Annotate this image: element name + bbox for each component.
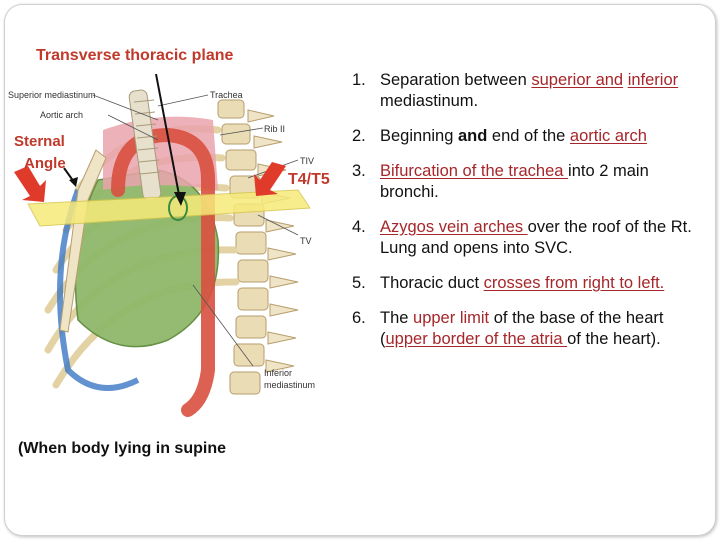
highlight-text: upper border of the atria bbox=[386, 330, 568, 348]
item-number: 4. bbox=[352, 217, 380, 259]
list-item: 6. The upper limit of the base of the he… bbox=[352, 308, 712, 350]
highlight-text: aortic arch bbox=[570, 127, 647, 145]
item-number: 3. bbox=[352, 161, 380, 203]
label-trachea: Trachea bbox=[210, 90, 243, 100]
item-number: 6. bbox=[352, 308, 380, 350]
list-item: 4. Azygos vein arches over the roof of t… bbox=[352, 217, 712, 259]
label-sternal: Sternal bbox=[14, 132, 65, 152]
list-item: 2. Beginning and end of the aortic arch bbox=[352, 126, 712, 147]
label-tiv: TIV bbox=[300, 156, 314, 166]
label-inferior: Inferior bbox=[264, 368, 292, 378]
item-text: Separation between superior and inferior… bbox=[380, 70, 712, 112]
list-item: 5. Thoracic duct crosses from right to l… bbox=[352, 273, 712, 294]
highlight-text: superior and bbox=[531, 71, 623, 89]
highlight-text: upper limit bbox=[413, 309, 489, 327]
label-aortic-arch: Aortic arch bbox=[40, 110, 83, 120]
item-text: The upper limit of the base of the heart… bbox=[380, 308, 712, 350]
list-item: 1. Separation between superior and infer… bbox=[352, 70, 712, 112]
label-mediastinum: mediastinum bbox=[264, 380, 315, 390]
label-t4t5: T4/T5 bbox=[288, 170, 330, 190]
highlight-text: inferior bbox=[628, 71, 678, 89]
item-number: 1. bbox=[352, 70, 380, 112]
item-number: 2. bbox=[352, 126, 380, 147]
highlight-text: Azygos vein arches bbox=[380, 218, 528, 236]
item-text: Bifurcation of the trachea into 2 main b… bbox=[380, 161, 712, 203]
label-tv: TV bbox=[300, 236, 312, 246]
item-text: Thoracic duct crosses from right to left… bbox=[380, 273, 712, 294]
item-text: Azygos vein arches over the roof of the … bbox=[380, 217, 712, 259]
item-number: 5. bbox=[352, 273, 380, 294]
bold-text: and bbox=[458, 127, 487, 145]
highlight-text: crosses from right to left. bbox=[484, 274, 665, 292]
highlight-text: Bifurcation of the trachea bbox=[380, 162, 568, 180]
item-text: Beginning and end of the aortic arch bbox=[380, 126, 712, 147]
label-rib-ii: Rib II bbox=[264, 124, 285, 134]
list-item: 3. Bifurcation of the trachea into 2 mai… bbox=[352, 161, 712, 203]
label-angle: Angle bbox=[24, 154, 66, 174]
label-superior-mediastinum: Superior mediastinum bbox=[8, 90, 96, 100]
points-list: 1. Separation between superior and infer… bbox=[352, 70, 712, 364]
supine-caption: (When body lying in supine bbox=[18, 440, 226, 458]
